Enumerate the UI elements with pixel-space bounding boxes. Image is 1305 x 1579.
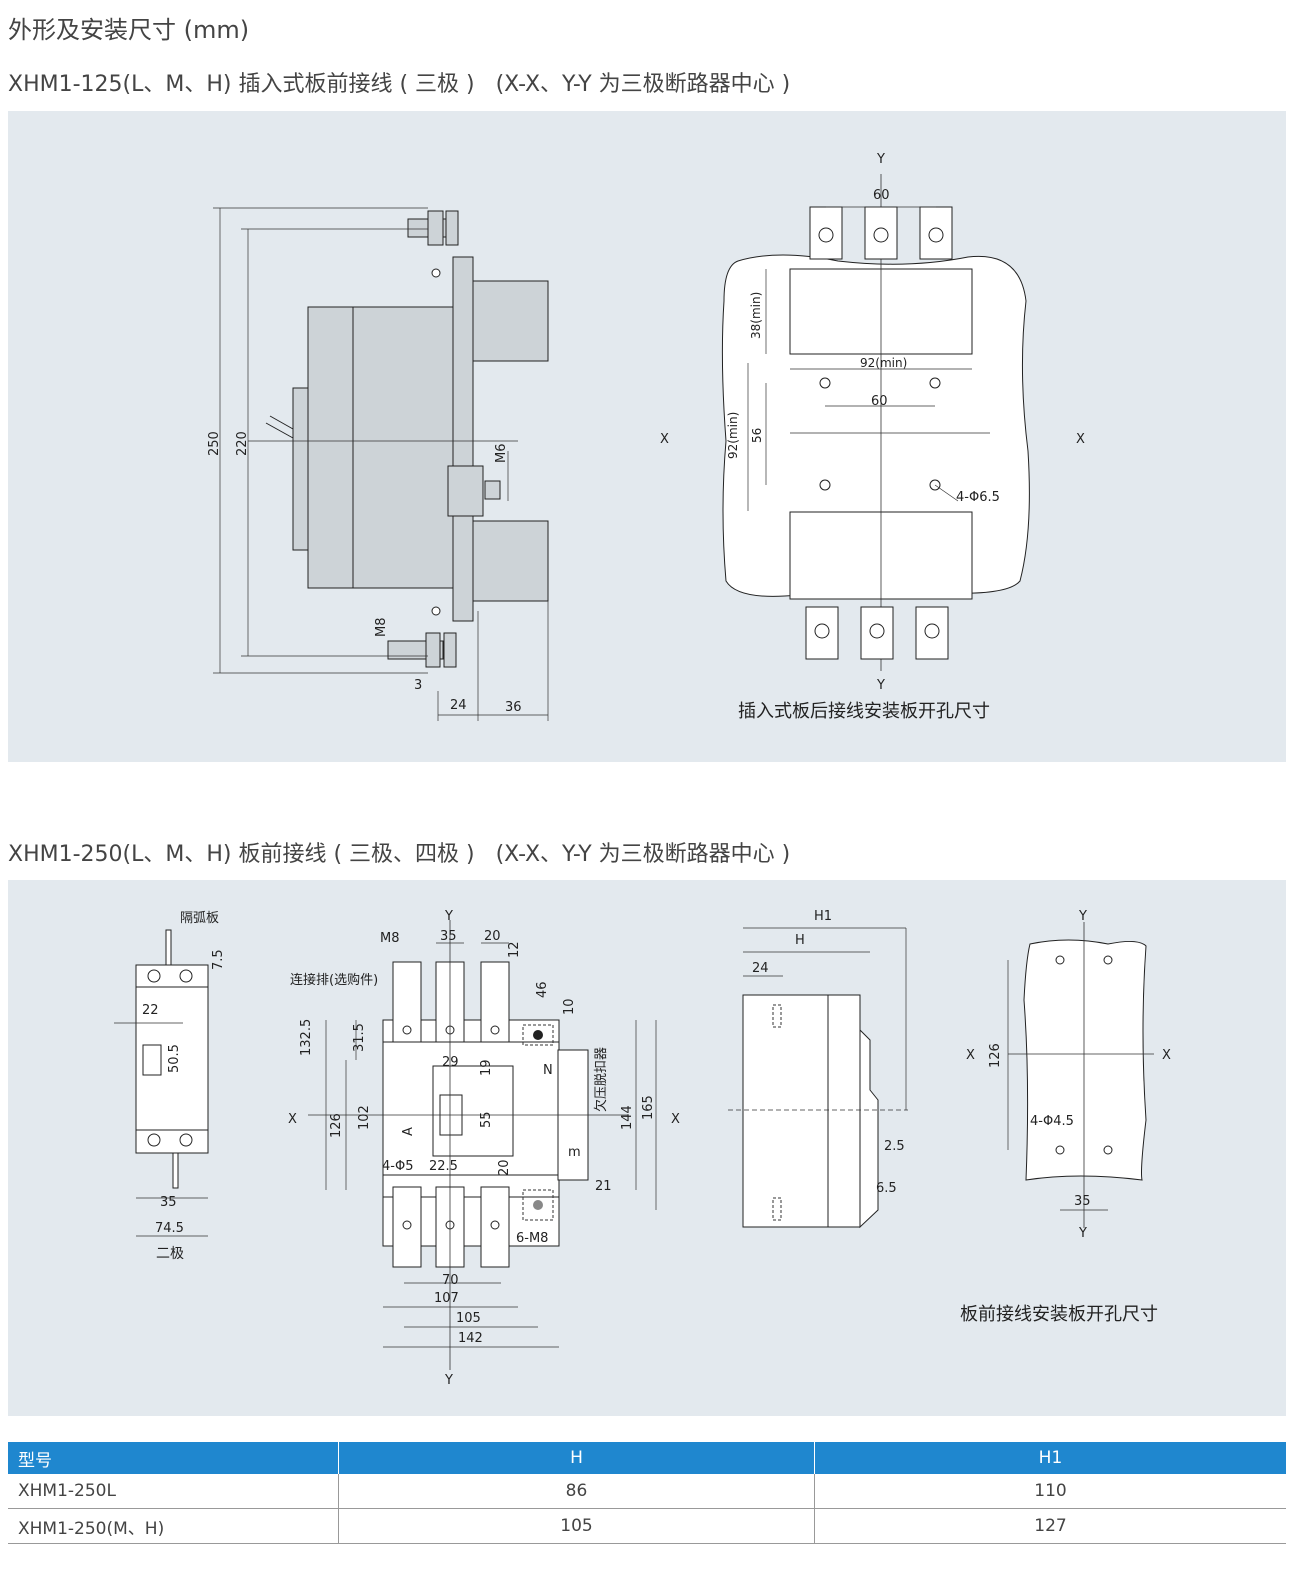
dim-12: 12 bbox=[507, 941, 522, 958]
dim-24-side: 24 bbox=[752, 961, 769, 976]
dim-92min-h: 92(min) bbox=[860, 356, 907, 370]
cell-h: 86 bbox=[338, 1474, 815, 1509]
mount-plate-1-caption: 插入式板后接线安装板开孔尺寸 bbox=[738, 701, 990, 722]
dim-24: 24 bbox=[450, 698, 467, 713]
dim-m8: M8 bbox=[374, 618, 389, 638]
table-row: XHM1-250(M、H) 105 127 bbox=[8, 1508, 1286, 1544]
dim-35: 35 bbox=[160, 1195, 177, 1210]
col-h1-header: H1 bbox=[813, 1442, 1286, 1474]
dim-126: 126 bbox=[329, 1113, 344, 1138]
table-row: XHM1-250L 86 110 bbox=[8, 1474, 1286, 1509]
front-view-drawing bbox=[308, 920, 628, 1370]
label-m8: M8 bbox=[380, 931, 400, 946]
side-view-dimensions: 250 220 M6 M8 3 24 36 bbox=[207, 207, 549, 721]
dim-60-top: 60 bbox=[873, 188, 890, 203]
cell-model: XHM1-250(M、H) bbox=[8, 1508, 339, 1544]
dim-38min: 38(min) bbox=[749, 292, 763, 339]
side-view-drawing bbox=[248, 210, 549, 668]
col-model-header: 型号 bbox=[8, 1442, 339, 1474]
dim-46: 46 bbox=[535, 981, 550, 998]
axis-x-front-left: X bbox=[288, 1112, 297, 1127]
spec-table: 型号 H H1 XHM1-250L 86 110 XHM1-250(M、H) 1… bbox=[8, 1442, 1286, 1544]
dim-31.5: 31.5 bbox=[352, 1023, 367, 1052]
cell-h1: 127 bbox=[813, 1508, 1286, 1544]
dim-20-front: 20 bbox=[484, 929, 501, 944]
dim-m6: M6 bbox=[494, 444, 509, 464]
dim-29: 29 bbox=[442, 1055, 459, 1070]
axis-y-front-bottom: Y bbox=[444, 1373, 453, 1388]
section2-heading: XHM1-250(L、M、H) 板前接线 ( 三极、四极 ) (X-X、Y-Y … bbox=[8, 842, 791, 867]
arc-plate-label: 隔弧板 bbox=[180, 911, 219, 926]
dim-74.5: 74.5 bbox=[155, 1221, 184, 1236]
dim-105: 105 bbox=[456, 1311, 481, 1326]
label-n: N bbox=[543, 1063, 553, 1078]
axis-y-top: Y bbox=[876, 152, 885, 167]
dim-132.5: 132.5 bbox=[299, 1019, 314, 1056]
dim-35-plate: 35 bbox=[1074, 1194, 1091, 1209]
dim-56: 56 bbox=[750, 428, 764, 443]
dim-126-plate: 126 bbox=[988, 1043, 1003, 1068]
dim-2.5: 2.5 bbox=[884, 1139, 905, 1154]
label-uvt: 欠压脱扣器 bbox=[593, 1047, 609, 1112]
dim-10: 10 bbox=[562, 998, 577, 1015]
table-header-row: 型号 H H1 bbox=[8, 1442, 1286, 1474]
mount-plate-2-drawing: Y Y X X 126 4-Φ4.5 35 板前接线安装板开孔尺寸 bbox=[960, 909, 1171, 1325]
dim-21: 21 bbox=[595, 1179, 612, 1194]
two-pole-caption: 二极 bbox=[156, 1246, 184, 1262]
dim-102: 102 bbox=[357, 1105, 372, 1130]
dim-7.5: 7.5 bbox=[211, 949, 226, 970]
label-screws-m8: 6-M8 bbox=[516, 1231, 548, 1246]
dim-165: 165 bbox=[641, 1095, 656, 1120]
dim-36: 36 bbox=[505, 700, 522, 715]
mount-plate-2-caption: 板前接线安装板开孔尺寸 bbox=[960, 1304, 1158, 1325]
label-bus-bar: 连接排(选购件) bbox=[290, 972, 378, 988]
axis-x-front-right: X bbox=[671, 1112, 680, 1127]
axis-y-front-top: Y bbox=[444, 909, 453, 924]
dim-holes-6.5: 4-Φ6.5 bbox=[956, 490, 1000, 505]
dim-22.5: 22.5 bbox=[429, 1159, 458, 1174]
two-pole-drawing: 隔弧板 7.5 22 50.5 35 74.5 二极 bbox=[114, 911, 226, 1262]
dim-h: H bbox=[795, 933, 805, 948]
dim-250: 250 bbox=[207, 431, 222, 456]
axis-x-plate2-right: X bbox=[1162, 1048, 1171, 1063]
cell-h1: 110 bbox=[813, 1474, 1286, 1509]
page-title: 外形及安装尺寸 (mm) bbox=[8, 16, 250, 44]
diagram-panel-1: 250 220 M6 M8 3 24 36 Y Y X X bbox=[8, 111, 1286, 762]
dim-35-front: 35 bbox=[440, 929, 457, 944]
diagram-panel-2: 隔弧板 7.5 22 50.5 35 74.5 二极 bbox=[8, 880, 1286, 1416]
dim-220: 220 bbox=[235, 431, 250, 456]
dim-70: 70 bbox=[442, 1273, 459, 1288]
section1-heading: XHM1-125(L、M、H) 插入式板前接线 ( 三极 ) (X-X、Y-Y … bbox=[8, 72, 791, 97]
dim-6.5: 6.5 bbox=[876, 1181, 897, 1196]
label-m: m bbox=[568, 1145, 581, 1160]
dim-142: 142 bbox=[458, 1331, 483, 1346]
dim-107: 107 bbox=[434, 1291, 459, 1306]
dim-h1: H1 bbox=[814, 909, 832, 924]
col-h-header: H bbox=[338, 1442, 815, 1474]
label-holes-5: 4-Φ5 bbox=[382, 1159, 413, 1174]
dim-60-mid: 60 bbox=[871, 394, 888, 409]
dim-20-lower: 20 bbox=[497, 1159, 512, 1176]
axis-x-right: X bbox=[1076, 432, 1085, 447]
axis-y-plate2-top: Y bbox=[1078, 909, 1087, 924]
axis-x-plate2-left: X bbox=[966, 1048, 975, 1063]
mount-plate-1-dimensions: Y Y X X 60 38(min) 92(min) 60 92(min) 56… bbox=[660, 152, 1085, 722]
cell-h: 105 bbox=[338, 1508, 815, 1544]
dim-92min-v: 92(min) bbox=[726, 412, 740, 459]
cell-model: XHM1-250L bbox=[8, 1474, 339, 1509]
dim-22: 22 bbox=[142, 1003, 159, 1018]
axis-y-plate2-bottom: Y bbox=[1078, 1226, 1087, 1241]
side-view-250-drawing: H1 H 24 2.5 6.5 bbox=[728, 909, 908, 1229]
dim-50.5: 50.5 bbox=[167, 1044, 182, 1073]
axis-y-bottom: Y bbox=[876, 678, 885, 693]
front-view-dimensions: M8 连接排(选购件) Y Y X X N 欠压脱扣器 A m 4-Φ5 6-M… bbox=[288, 909, 680, 1388]
mount-plate-1-drawing bbox=[721, 174, 1030, 671]
label-a: A bbox=[401, 1127, 416, 1136]
dim-3: 3 bbox=[414, 678, 422, 693]
axis-x-left: X bbox=[660, 432, 669, 447]
dim-144: 144 bbox=[620, 1105, 635, 1130]
dim-19: 19 bbox=[479, 1059, 494, 1076]
dim-55: 55 bbox=[479, 1111, 494, 1128]
dim-holes-4.5: 4-Φ4.5 bbox=[1030, 1114, 1074, 1129]
